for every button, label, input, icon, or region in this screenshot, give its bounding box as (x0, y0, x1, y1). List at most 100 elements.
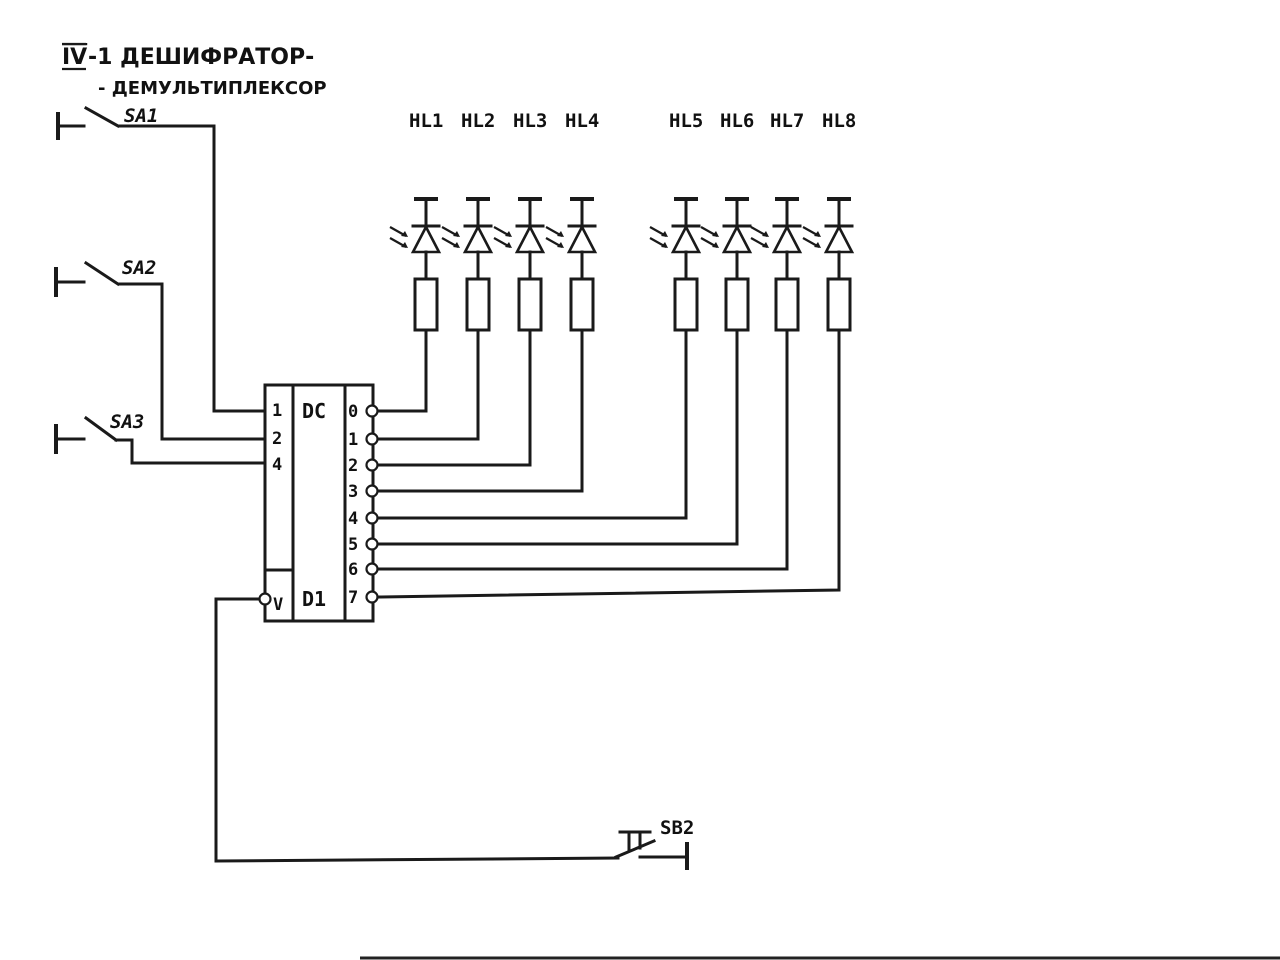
led-arrow-head-icon (762, 242, 769, 248)
led-column: HL2 (441, 110, 495, 332)
resistor (774, 277, 800, 332)
led-arrow-head-icon (814, 242, 821, 248)
chip-output-pin-5: 5 (348, 535, 358, 555)
output-wires (376, 328, 841, 599)
resistor (569, 277, 595, 332)
sb2-label: SB2 (660, 817, 694, 839)
chip-input-pin-2: 2 (272, 429, 282, 449)
chip-output-pin-2: 2 (348, 456, 358, 476)
sa3-wire (114, 438, 267, 465)
resistor (413, 277, 439, 332)
led-arrow-head-icon (712, 231, 719, 237)
wire-out-3 (376, 328, 584, 493)
output-bubble-5 (365, 537, 379, 551)
led-arrow-head-icon (814, 231, 821, 237)
sa2-contact (83, 260, 121, 287)
led-diode-icon (721, 224, 753, 254)
chip-input-pin-1: 1 (272, 401, 282, 421)
output-bubble-3 (365, 484, 379, 498)
title-prefix: IV (62, 45, 87, 70)
led-label: HL6 (720, 110, 754, 132)
wire-out-2 (376, 328, 532, 467)
chip-function-label: DC (302, 399, 326, 423)
resistor (724, 277, 750, 332)
chip-output-pin-6: 6 (348, 560, 358, 580)
led-column: HL5 (649, 110, 703, 332)
decoder-chip-d1: DC D1 1 2 4 V 0 1 2 3 4 5 6 7 (258, 383, 379, 623)
output-bubble-2 (365, 458, 379, 472)
led-arrow-head-icon (557, 231, 564, 237)
chip-designator: D1 (302, 587, 326, 611)
title-line2: - ДЕМУЛЬТИПЛЕКСОР (98, 78, 327, 99)
sa2-wire (118, 282, 267, 441)
led-diode-icon (771, 224, 803, 254)
led-column: HL4 (545, 110, 599, 332)
resistor (517, 277, 543, 332)
output-bubble-4 (365, 511, 379, 525)
led-label: HL4 (565, 110, 599, 132)
chip-output-pin-0: 0 (348, 402, 358, 422)
led-arrow-head-icon (661, 231, 668, 237)
chip-output-pin-7: 7 (348, 588, 358, 608)
chip-enable-pin: V (273, 595, 283, 615)
led-arrow-head-icon (712, 242, 719, 248)
output-bubble-0 (365, 404, 379, 418)
wire-out-6 (376, 328, 789, 571)
led-label: HL8 (822, 110, 856, 132)
led-column: HL6 (700, 110, 754, 332)
wire-out-0 (376, 328, 428, 413)
chip-output-pin-4: 4 (348, 509, 358, 529)
led-column: HL7 (750, 110, 804, 332)
sa1-contact (83, 105, 121, 129)
led-diode-icon (410, 224, 442, 254)
chip-output-pin-1: 1 (348, 430, 358, 450)
switch-sa3: SA3 (54, 411, 267, 465)
output-bubble-7 (365, 590, 379, 604)
led-label: HL7 (770, 110, 804, 132)
wire-out-1 (376, 328, 480, 441)
led-column: HL3 (493, 110, 547, 332)
wire-out-7 (376, 328, 841, 599)
led-arrow-head-icon (401, 242, 408, 248)
led-arrow-head-icon (453, 231, 460, 237)
sa1-label: SA1 (124, 105, 158, 127)
led-arrow-head-icon (453, 242, 460, 248)
led-label: HL5 (669, 110, 703, 132)
sa3-label: SA3 (110, 411, 144, 433)
wire-out-4 (376, 328, 688, 520)
led-column: HL8 (802, 110, 856, 332)
sa2-label: SA2 (122, 257, 156, 279)
led-label: HL2 (461, 110, 495, 132)
resistor (465, 277, 491, 332)
sa1-wire (118, 124, 267, 413)
switch-sa2: SA2 (54, 257, 267, 441)
led-arrow-head-icon (661, 242, 668, 248)
sb2-contact (614, 839, 656, 859)
led-label: HL1 (409, 110, 443, 132)
enable-wire (214, 597, 620, 863)
diagram-title: IV -1 ДЕШИФРАТОР- - ДЕМУЛЬТИПЛЕКСОР (62, 42, 327, 99)
wire-out-5 (376, 328, 739, 546)
output-bubble-6 (365, 562, 379, 576)
led-diode-icon (823, 224, 855, 254)
led-diode-icon (670, 224, 702, 254)
led-arrow-head-icon (762, 231, 769, 237)
chip-outline (263, 383, 375, 623)
title-line1: -1 ДЕШИФРАТОР- (88, 45, 314, 70)
chip-output-pin-3: 3 (348, 482, 358, 502)
switch-sa1: SA1 (56, 105, 267, 413)
led-diode-icon (462, 224, 494, 254)
enable-inversion-bubble (258, 592, 272, 606)
button-sb2: SB2 (214, 597, 694, 870)
resistor (673, 277, 699, 332)
led-arrow-head-icon (505, 231, 512, 237)
led-column: HL1 (389, 110, 443, 332)
led-diode-icon (514, 224, 546, 254)
resistor (826, 277, 852, 332)
led-arrow-head-icon (401, 231, 408, 237)
led-diode-icon (566, 224, 598, 254)
led-arrow-head-icon (505, 242, 512, 248)
chip-input-pin-4: 4 (272, 455, 282, 475)
